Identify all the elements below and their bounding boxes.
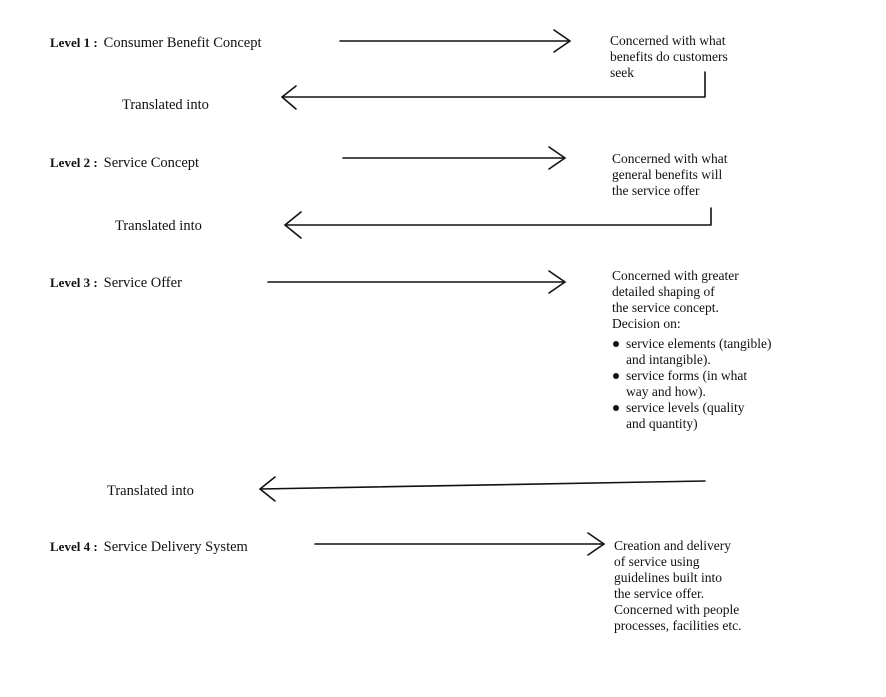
level-2-desc-line: the service offer <box>612 183 700 198</box>
translated-into-label-3: Translated into <box>107 483 194 499</box>
level-4-desc-line: guidelines built into <box>614 570 722 585</box>
translated-3-arrow <box>259 476 706 502</box>
level-3-description: Concerned with greater detailed shaping … <box>612 268 771 432</box>
level-1-label: Level 1 : Consumer Benefit Concept <box>50 34 262 52</box>
bullet-line: service elements (tangible) <box>626 336 772 351</box>
bullet-line: service forms (in what <box>626 368 748 383</box>
level-3-tag: Level 3 : <box>50 275 98 290</box>
bullet-icon <box>613 373 619 379</box>
level-1-desc-line: seek <box>610 65 634 80</box>
level-3-desc-line: Concerned with greater <box>612 268 739 283</box>
level-1-desc-line: Concerned with what <box>610 33 726 48</box>
translated-1-arrow <box>281 71 706 110</box>
level-2-arrow <box>342 146 566 170</box>
decision-bullet-item: service elements (tangible) and intangib… <box>612 336 771 368</box>
level-3-desc-line: detailed shaping of <box>612 284 715 299</box>
decision-bullet-item: service forms (in what way and how). <box>612 368 771 400</box>
decision-bullet-list: service elements (tangible) and intangib… <box>612 336 771 432</box>
translated-into-label-1: Translated into <box>122 97 209 113</box>
level-3-desc-line: the service concept. <box>612 300 719 315</box>
level-2-desc-line: general benefits will <box>612 167 723 182</box>
level-3-desc-line: Decision on: <box>612 316 681 331</box>
level-1-arrow <box>339 29 571 53</box>
level-4-desc-line: Creation and delivery <box>614 538 731 553</box>
bullet-line: service levels (quality <box>626 400 745 415</box>
level-4-name: Service Delivery System <box>103 539 248 555</box>
translated-into-label-2: Translated into <box>115 218 202 234</box>
level-2-tag: Level 2 : <box>50 155 98 170</box>
translated-2-arrow <box>284 207 712 239</box>
level-4-description: Creation and delivery of service using g… <box>614 538 741 634</box>
level-3-name: Service Offer <box>103 275 182 291</box>
bullet-icon <box>613 405 619 411</box>
level-1-description: Concerned with what benefits do customer… <box>610 33 728 81</box>
level-4-desc-line: processes, facilities etc. <box>614 618 742 633</box>
level-4-desc-line: Concerned with people <box>614 602 740 617</box>
level-3-arrow <box>267 270 566 294</box>
level-1-desc-line: benefits do customers <box>610 49 728 64</box>
level-4-desc-line: of service using <box>614 554 700 569</box>
level-2-desc-line: Concerned with what <box>612 151 728 166</box>
level-2-name: Service Concept <box>103 155 200 171</box>
level-4-desc-line: the service offer. <box>614 586 705 601</box>
level-1-name: Consumer Benefit Concept <box>103 35 262 51</box>
level-2-description: Concerned with what general benefits wil… <box>612 151 727 199</box>
bullet-icon <box>613 341 619 347</box>
bullet-line: and quantity) <box>626 416 698 431</box>
level-4-arrow <box>314 532 605 556</box>
bullet-line: way and how). <box>626 384 706 399</box>
level-3-label: Level 3 : Service Offer <box>50 274 182 292</box>
level-2-label: Level 2 : Service Concept <box>50 154 199 172</box>
level-4-tag: Level 4 : <box>50 539 98 554</box>
bullet-line: and intangible). <box>626 352 711 367</box>
level-1-tag: Level 1 : <box>50 35 98 50</box>
decision-bullet-item: service levels (quality and quantity) <box>612 400 771 432</box>
level-4-label: Level 4 : Service Delivery System <box>50 538 248 556</box>
